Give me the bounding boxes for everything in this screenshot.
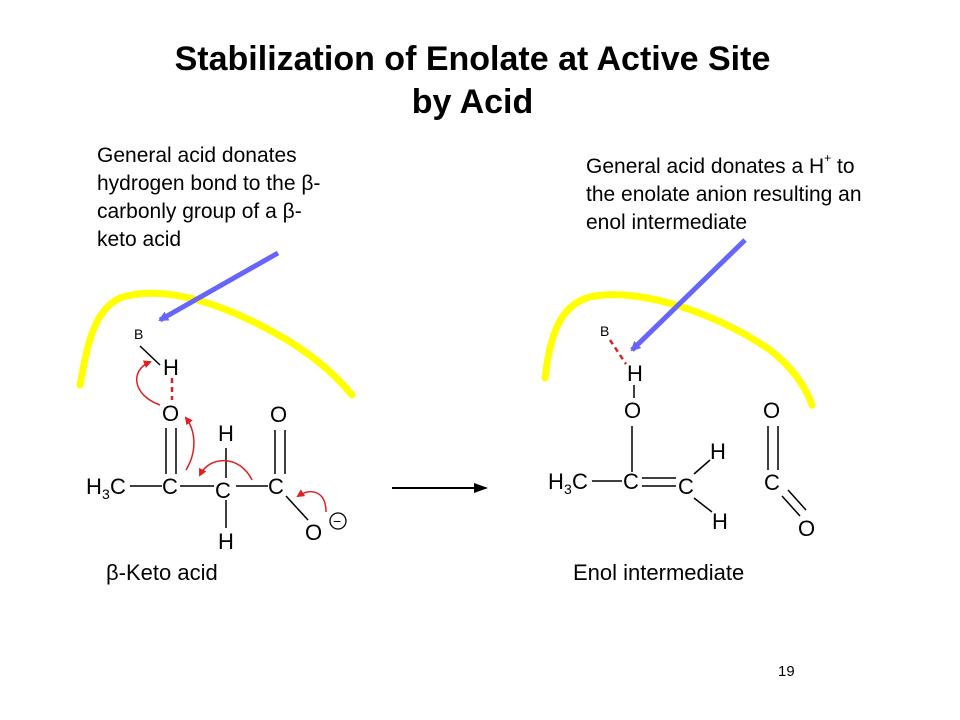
right-annotation-line-1-text: General acid donates a H [586,155,825,178]
bond-c2-h-bottom-right [693,497,713,513]
enzyme-pocket-left [76,289,356,399]
atom-o-acid-top-left: O [270,402,287,427]
atom-h3-left: H [86,474,102,499]
electron-arrow-cc-to-cc [199,459,253,481]
atom-c-co2: C [764,470,780,495]
left-annotation-line-4: keto acid [97,228,182,251]
title-line-2: by Acid [411,83,534,121]
atom-h-top-right: H [710,439,726,464]
atom-b-left: B [134,326,143,342]
bond-c2-h-top-right [693,459,711,475]
atom-c2-right: C [678,474,694,499]
right-annotation-line-1: General acid donates a H+ to [586,147,862,181]
bond-co2-double-bottom-1 [781,495,801,517]
atom-h3-right: H [548,469,564,494]
bond-co2-double-bottom-2 [787,489,807,511]
left-annotation-line-3: carbonly group of a β- [97,200,302,223]
right-annotation-line-2: the enolate anion resulting an [586,183,862,206]
negative-charge-sign: − [333,513,341,529]
right-annotation-line-1-end: to [831,155,855,178]
electron-arrow-o-to-c [296,489,327,513]
left-annotation-line-1: General acid donates [97,144,297,167]
atom-h-bottom-left: H [218,529,234,554]
left-annotation-line-2: hydrogen bond to the β- [97,172,321,195]
atom-c-methyl-left: C [110,474,126,499]
atom-c-methyl-right: C [572,469,588,494]
atom-h-top-left: H [218,421,234,446]
left-annotation: General acid donates hydrogen bond to th… [97,142,320,254]
electron-arrow-o-to-h [135,360,161,406]
proton-charge: + [824,151,832,165]
bond-c3-o-minus [285,495,309,521]
atom-o-anion-left: O [305,520,322,545]
subscript-3-left: 3 [102,486,110,502]
atom-o-co2-top: O [763,398,780,423]
atom-c1-left: C [162,474,178,499]
pointer-arrow-right [630,238,747,352]
title-line-1: Stabilization of Enolate at Active Site [174,40,771,78]
right-annotation-line-3: enol intermediate [586,211,748,234]
page-number: 19 [778,663,795,680]
caption-beta-keto-acid: β-Keto acid [106,560,218,585]
negative-charge-circle [329,512,347,530]
right-annotation: General acid donates a H+ to the enolate… [586,147,862,237]
atom-o-carbonyl-left: O [162,401,179,426]
atom-h-enol-right: H [627,361,643,386]
atom-c2-left: C [215,478,231,503]
atom-o-enol-right: O [624,398,641,423]
enzyme-pocket-right [541,291,816,409]
atom-h-bottom-right: H [712,509,728,534]
atom-c3-left: C [268,474,284,499]
atom-b-right: B [600,323,609,339]
caption-enol-intermediate: Enol intermediate [573,560,745,585]
atom-o-co2-bottom: O [798,516,815,541]
pointer-arrow-left [158,250,280,323]
electron-arrow-co-to-o [184,416,195,471]
slide-title: Stabilization of Enolate at Active Site … [0,38,945,124]
atom-c1-right: C [623,469,639,494]
hbond-right [608,339,628,365]
atom-h-acid-left: H [163,355,179,380]
subscript-3-right: 3 [564,481,572,497]
bond-b-h-left [139,345,161,366]
